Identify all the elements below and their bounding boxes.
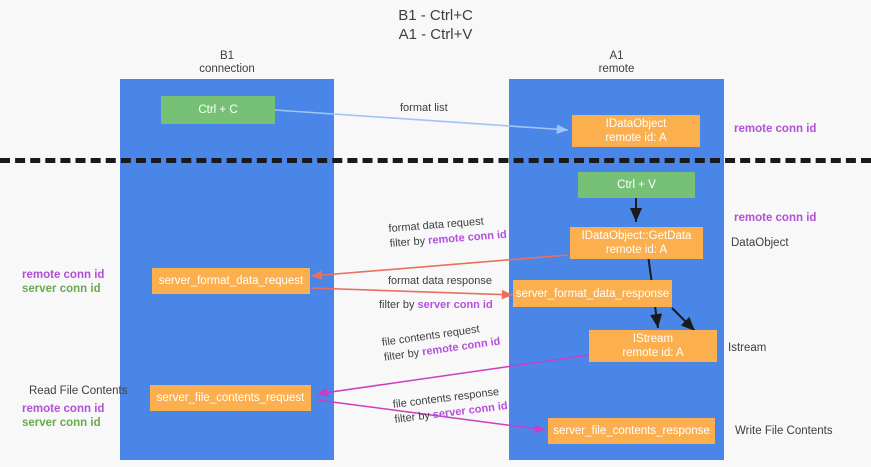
node-server-format-data-request[interactable]: server_format_data_request xyxy=(152,268,310,294)
node-idataobject-line1: IDataObject xyxy=(605,118,667,130)
annotation-right-write-file-contents: Write File Contents xyxy=(735,424,833,439)
edge-label-file-contents-request: file contents request filter by remote c… xyxy=(381,320,501,366)
column-header-b1: B1 connection xyxy=(120,50,334,76)
node-istream-line1: IStream xyxy=(632,333,674,345)
node-server-file-contents-response[interactable]: server_file_contents_response xyxy=(548,418,715,444)
filter-prefix-1: filter by xyxy=(389,234,429,250)
annotation-right-dataobject: DataObject xyxy=(731,236,789,251)
annotation-right-write-file-contents-text: Write File Contents xyxy=(735,425,833,437)
filter-prefix-2: filter by xyxy=(379,299,418,311)
annotation-left-remote-conn-id-bottom-text: remote conn id xyxy=(22,403,105,415)
annotation-right-istream-text: Istream xyxy=(728,342,767,354)
node-idataobject[interactable]: IDataObject remote id: A xyxy=(572,115,700,147)
filter-prefix-3: filter by xyxy=(383,346,424,364)
node-ctrl-v[interactable]: Ctrl + V xyxy=(578,172,695,198)
edge-label-format-data-response-filter: filter by server conn id xyxy=(379,298,493,313)
node-getdata-line1: IDataObject::GetData xyxy=(581,230,692,242)
edge-label-file-contents-response: file contents response filter by server … xyxy=(392,384,509,428)
node-server-format-data-response-label: server_format_data_response xyxy=(515,287,670,300)
annotation-left-server-conn-id-bottom: server conn id xyxy=(22,416,101,431)
title-line-2: A1 - Ctrl+V xyxy=(398,26,473,43)
annotation-right-remote-conn-id-mid-text: remote conn id xyxy=(734,212,817,224)
edge-label-format-data-response: format data response xyxy=(388,274,492,289)
column-header-b1-name: B1 xyxy=(219,50,235,62)
filter-value-server-conn-id-1: server conn id xyxy=(417,299,493,311)
node-server-file-contents-request-label: server_file_contents_request xyxy=(156,392,305,404)
section-divider xyxy=(0,158,871,163)
node-idataobject-getdata[interactable]: IDataObject::GetData remote id: A xyxy=(570,227,703,259)
annotation-left-server-conn-id-mid-text: server conn id xyxy=(22,283,101,295)
node-istream[interactable]: IStream remote id: A xyxy=(589,330,717,362)
annotation-left-server-conn-id-mid: server conn id xyxy=(22,282,101,297)
node-server-format-data-request-label: server_format_data_request xyxy=(158,275,304,287)
edge-format-data-response xyxy=(310,287,514,300)
node-ctrl-v-label: Ctrl + V xyxy=(617,179,656,191)
node-server-format-data-response[interactable]: server_format_data_response xyxy=(513,280,672,307)
column-header-a1-sub: remote xyxy=(598,63,635,75)
column-header-b1-sub: connection xyxy=(199,63,255,75)
edge-label-format-list-text: format list xyxy=(400,102,448,114)
column-header-a1: A1 remote xyxy=(509,50,724,76)
node-ctrl-c[interactable]: Ctrl + C xyxy=(161,96,275,124)
edge-label-format-data-response-text: format data response xyxy=(388,275,492,287)
annotation-right-remote-conn-id-mid: remote conn id xyxy=(734,211,816,226)
annotation-right-dataobject-text: DataObject xyxy=(731,237,789,249)
filter-prefix-4: filter by xyxy=(393,409,434,426)
node-getdata-line2: remote id: A xyxy=(605,244,668,256)
annotation-right-istream: Istream xyxy=(728,341,766,356)
edge-label-format-list: format list xyxy=(400,101,448,116)
annotation-right-remote-conn-id-top-text: remote conn id xyxy=(734,123,817,135)
annotation-left-read-file-contents-text: Read File Contents xyxy=(29,385,128,397)
node-idataobject-line2: remote id: A xyxy=(605,132,667,144)
node-istream-line2: remote id: A xyxy=(622,347,684,359)
title-line-1: B1 - Ctrl+C xyxy=(398,7,473,24)
annotation-left-remote-conn-id-mid: remote conn id xyxy=(22,268,104,283)
page-title: B1 - Ctrl+C A1 - Ctrl+V xyxy=(0,6,871,44)
node-ctrl-c-label: Ctrl + C xyxy=(198,104,238,116)
annotation-left-remote-conn-id-mid-text: remote conn id xyxy=(22,269,105,281)
node-server-file-contents-response-label: server_file_contents_response xyxy=(553,425,710,437)
annotation-right-remote-conn-id-top: remote conn id xyxy=(734,122,816,137)
annotation-left-server-conn-id-bottom-text: server conn id xyxy=(22,417,101,429)
annotation-left-remote-conn-id-bottom: remote conn id xyxy=(22,402,104,417)
edge-label-format-data-request: format data request filter by remote con… xyxy=(388,213,507,252)
annotation-left-read-file-contents: Read File Contents xyxy=(29,384,127,399)
column-header-a1-name: A1 xyxy=(609,50,624,62)
node-server-file-contents-request[interactable]: server_file_contents_request xyxy=(150,385,311,411)
